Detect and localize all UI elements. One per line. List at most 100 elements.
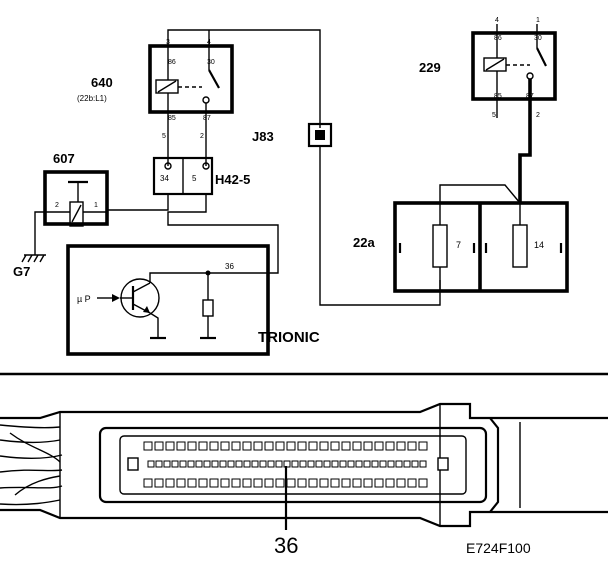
connector-pin bbox=[363, 478, 373, 488]
connector-pin bbox=[176, 478, 186, 488]
relay-640-pin-86: 86 bbox=[168, 59, 176, 66]
harness-wire-8 bbox=[14, 475, 61, 496]
connector-pin bbox=[211, 460, 219, 468]
trionic-transistor-collector bbox=[132, 282, 151, 293]
connector-pin bbox=[286, 441, 296, 451]
connector-pin bbox=[251, 460, 259, 468]
fuse-box-label: 22a bbox=[353, 235, 375, 250]
relay-229-label: 229 bbox=[419, 60, 441, 75]
relay-229-pin-85: 85 bbox=[494, 93, 502, 100]
relay-640-contact-87 bbox=[202, 96, 210, 104]
figure-code: E724F100 bbox=[466, 540, 531, 556]
harness-wire-7 bbox=[9, 432, 61, 463]
connector-pin bbox=[330, 478, 340, 488]
connector-pin bbox=[331, 460, 339, 468]
connector-pin bbox=[374, 478, 384, 488]
trionic-housing bbox=[66, 244, 270, 356]
h42-pin-34-socket bbox=[164, 162, 172, 170]
connector-pin bbox=[154, 441, 164, 451]
connector-pin bbox=[179, 460, 187, 468]
connector-pin bbox=[411, 460, 419, 468]
connector-pin bbox=[396, 441, 406, 451]
connector-pin bbox=[165, 441, 175, 451]
ground-hatch-4 bbox=[39, 254, 45, 263]
fuse-14-label: 14 bbox=[534, 240, 544, 250]
connector-pin bbox=[171, 460, 179, 468]
sensor-607-pin-2: 2 bbox=[55, 202, 59, 209]
connector-pin bbox=[347, 460, 355, 468]
connector-pin bbox=[363, 460, 371, 468]
trionic-micro-symbol: µ P bbox=[77, 294, 91, 304]
connector-pin bbox=[147, 460, 155, 468]
connector-pin bbox=[385, 441, 395, 451]
trionic-resistor bbox=[202, 299, 214, 317]
connector-pin bbox=[291, 460, 299, 468]
fuse-box-22a: 7 14 bbox=[393, 201, 569, 293]
sensor-607: 2 1 bbox=[43, 170, 109, 227]
connector-pin bbox=[155, 460, 163, 468]
connector-pin bbox=[339, 460, 347, 468]
ground-symbol bbox=[21, 254, 46, 263]
wire-fuse7-bridge bbox=[439, 184, 521, 225]
relay-229-pin-86: 86 bbox=[494, 35, 502, 42]
connector-pin bbox=[307, 460, 315, 468]
connector-pin bbox=[275, 460, 283, 468]
connector-pin bbox=[143, 478, 153, 488]
connector-pin bbox=[235, 460, 243, 468]
connector-pin bbox=[187, 478, 197, 488]
connector-pin bbox=[407, 478, 417, 488]
connector-pin bbox=[355, 460, 363, 468]
harness-wire-4 bbox=[0, 469, 63, 473]
harness-wire-5 bbox=[0, 485, 63, 489]
connector-pin bbox=[203, 460, 211, 468]
connector-pin bbox=[385, 478, 395, 488]
relay-229-contact-87 bbox=[526, 72, 534, 80]
connector-pin bbox=[299, 460, 307, 468]
connector-pin bbox=[264, 441, 274, 451]
connector-pin bbox=[275, 478, 285, 488]
connector-bottom-edge bbox=[0, 508, 608, 528]
trionic-emitter-arrow bbox=[143, 306, 150, 313]
relay-640-sublabel: (22b:L1) bbox=[77, 94, 107, 103]
connector-pin bbox=[231, 478, 241, 488]
connector-pin bbox=[220, 441, 230, 451]
connector-pin bbox=[154, 478, 164, 488]
trionic-emitter-wire bbox=[149, 312, 159, 337]
relay-229-pin-4: 4 bbox=[495, 17, 499, 24]
connector-tab bbox=[489, 417, 500, 513]
relay-229-pin-1: 1 bbox=[536, 17, 540, 24]
connector-pin bbox=[352, 441, 362, 451]
wire-607-to-ground bbox=[34, 211, 45, 255]
relay-640-coil-diagonal bbox=[157, 80, 177, 93]
relay-640-pin-87: 87 bbox=[203, 115, 211, 122]
wire-h42-to-607 bbox=[106, 194, 169, 211]
connector-pin bbox=[403, 460, 411, 468]
connector-pin bbox=[319, 441, 329, 451]
connector-pin bbox=[253, 478, 263, 488]
sensor-607-housing bbox=[43, 170, 109, 226]
connector-h42-5: 34 5 bbox=[152, 140, 214, 196]
relay-229-wire-2: 2 bbox=[536, 112, 540, 119]
sensor-607-element bbox=[69, 201, 84, 227]
connector-pin bbox=[176, 441, 186, 451]
h42-label: H42-5 bbox=[215, 172, 250, 187]
h42-pin-34: 34 bbox=[160, 174, 169, 183]
connector-pin bbox=[363, 441, 373, 451]
sensor-607-diagonal bbox=[71, 204, 82, 223]
connector-pin bbox=[267, 460, 275, 468]
callout-pin-36: 36 bbox=[274, 533, 298, 558]
connector-pin bbox=[198, 441, 208, 451]
ecu-connector-illustration bbox=[0, 402, 608, 528]
relay-640: 3 4 86 30 85 87 5 2 bbox=[148, 36, 234, 140]
trionic-ecu: µ P 36 bbox=[66, 244, 270, 356]
harness-wire-6 bbox=[0, 499, 61, 506]
relay-229-contact-arm bbox=[536, 47, 547, 67]
connector-pin bbox=[387, 460, 395, 468]
j83-label: J83 bbox=[252, 129, 274, 144]
relay-229-housing bbox=[471, 31, 557, 101]
connector-face bbox=[98, 426, 488, 504]
relay-640-wire-2: 2 bbox=[200, 133, 204, 140]
relay-640-pin-30: 30 bbox=[207, 59, 215, 66]
h42-pin-5-socket bbox=[202, 162, 210, 170]
